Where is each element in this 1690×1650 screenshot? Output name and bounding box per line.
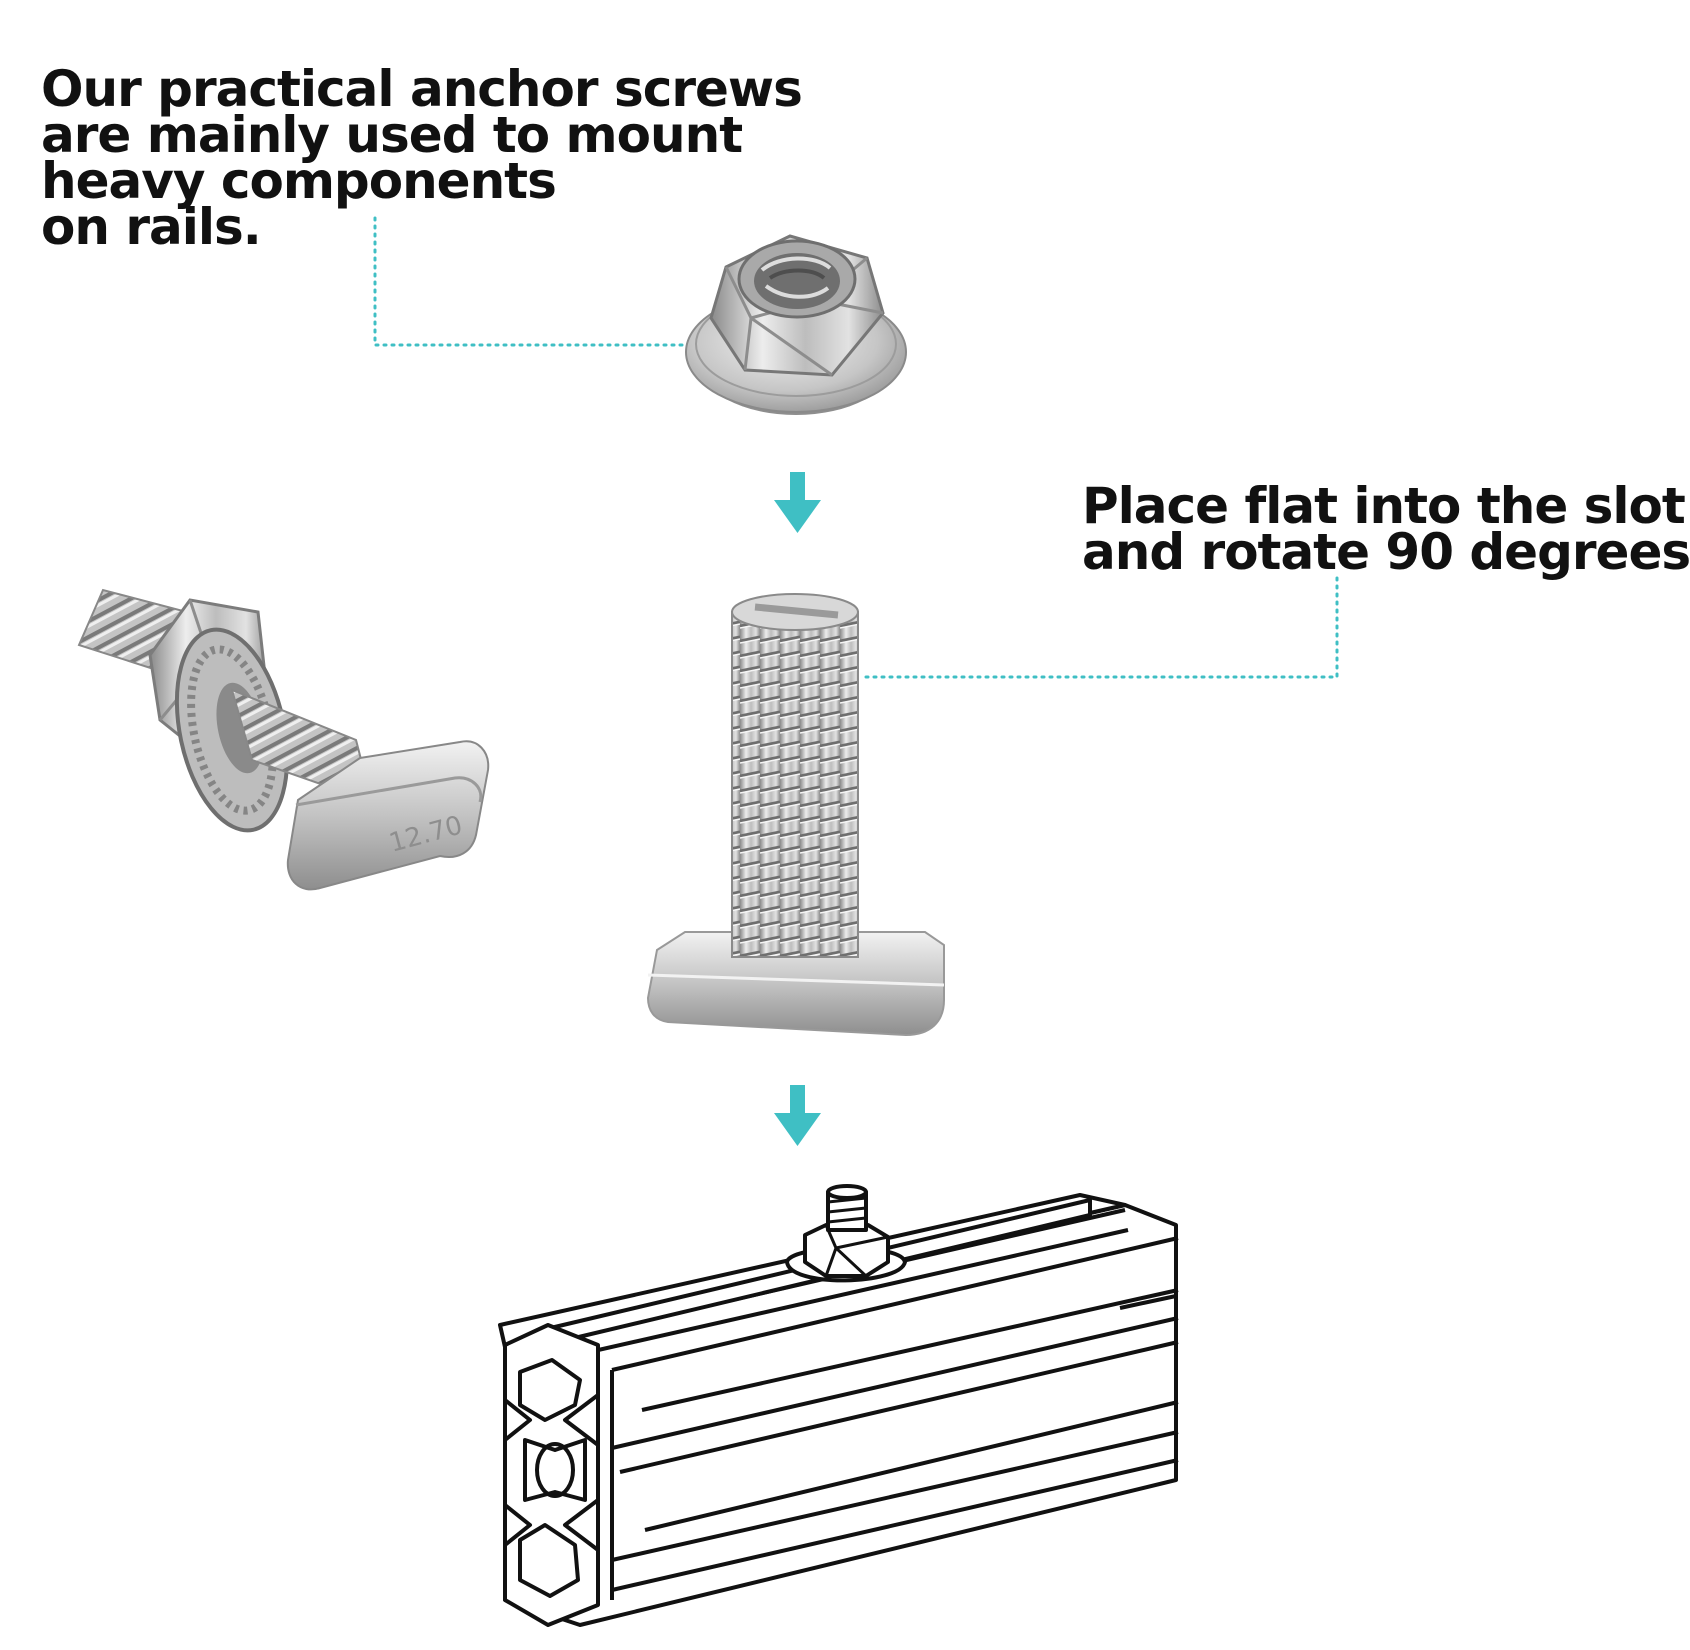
t-bolt-icon xyxy=(646,593,945,1037)
caption-line: and rotate 90 degrees xyxy=(1082,523,1690,581)
caption-line: on rails. xyxy=(41,198,262,256)
caption-install-instruction: Place flat into the slot and rotate 90 d… xyxy=(1082,477,1690,581)
caption-mounting-purpose: Our practical anchor screws are mainly u… xyxy=(41,60,803,256)
caption-line: Our practical anchor screws xyxy=(41,60,803,118)
caption-line: Place flat into the slot xyxy=(1082,477,1686,535)
arrow-down-icon xyxy=(774,1085,821,1146)
aluminum-rail-icon xyxy=(498,1184,1179,1627)
flange-nut-icon xyxy=(685,234,907,415)
assembled-t-bolt-icon: 12.70 xyxy=(77,588,490,891)
caption-line: heavy components xyxy=(41,152,557,210)
arrow-down-icon xyxy=(774,472,821,533)
assembly-diagram: 12.70 xyxy=(77,216,1339,1627)
callout-leader-left xyxy=(373,216,685,347)
callout-leader-right xyxy=(860,576,1339,679)
caption-line: are mainly used to mount xyxy=(41,106,743,164)
